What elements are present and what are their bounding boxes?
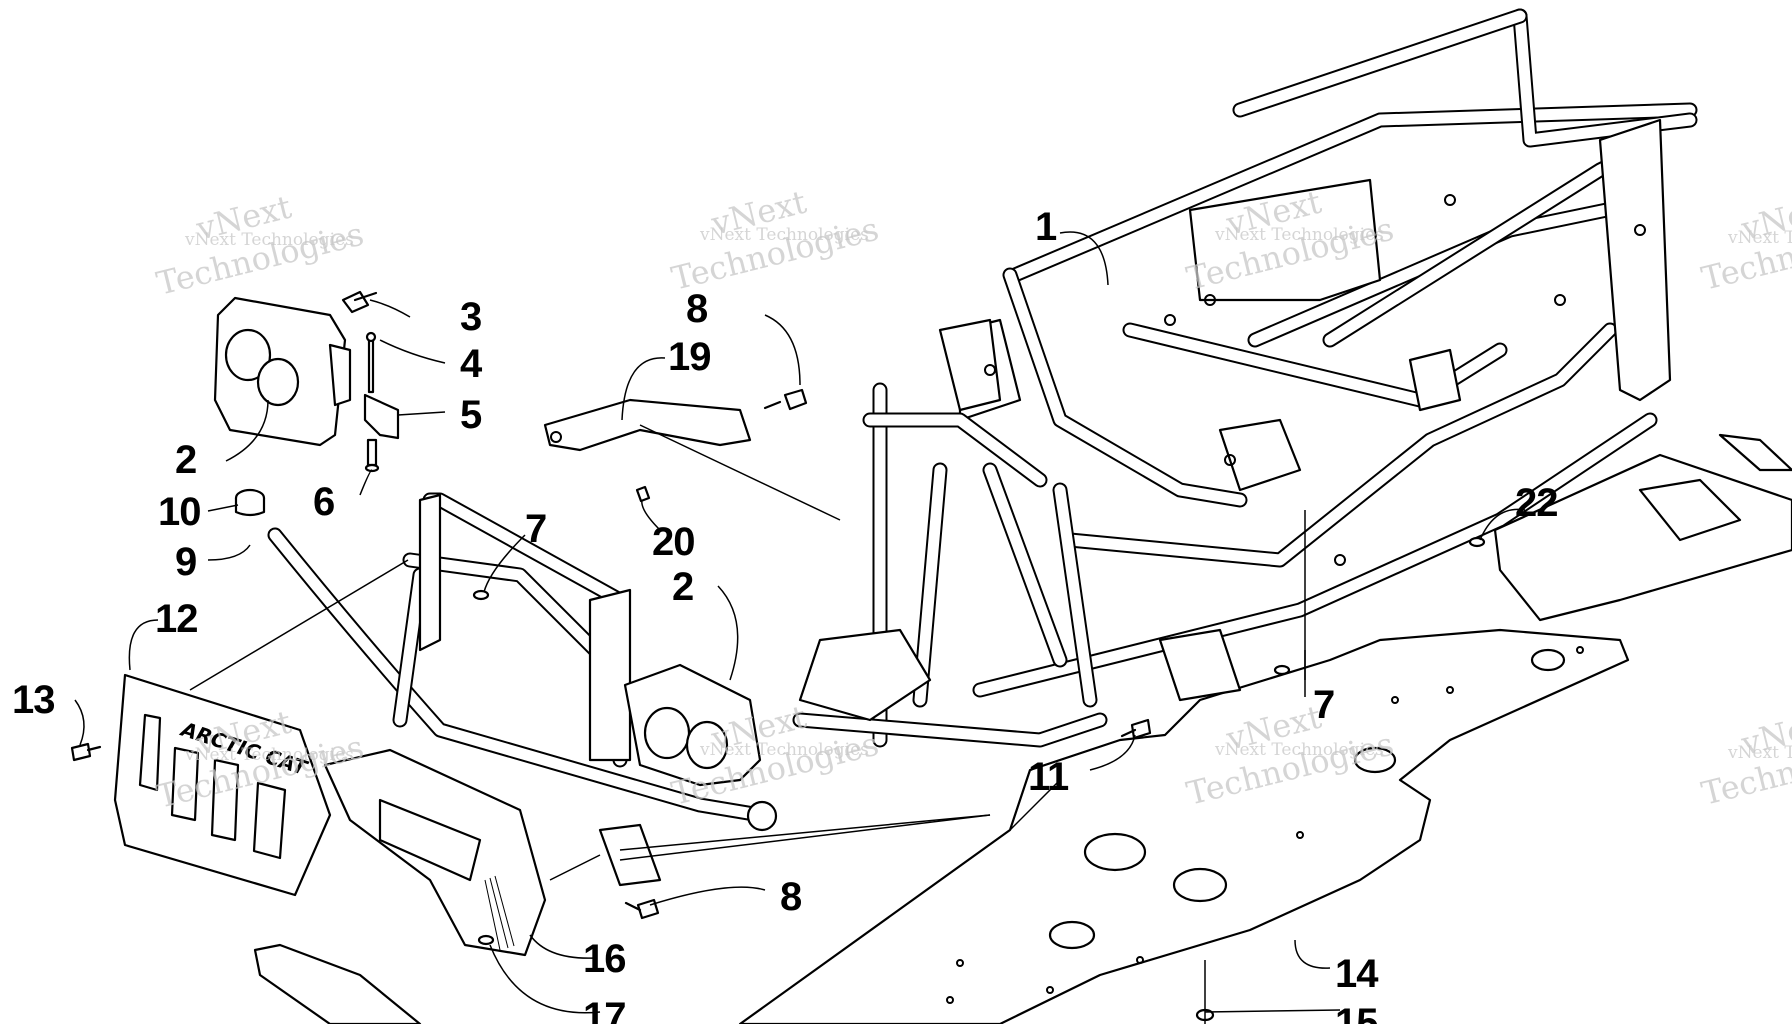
skid-plate	[738, 628, 1630, 1024]
svg-text:vNext Technologies: vNext Technologies	[184, 745, 354, 765]
callout-16: 16	[583, 937, 626, 981]
headlight-left	[213, 296, 352, 447]
callout-20: 20	[652, 520, 695, 564]
callout-8-lower: 8	[780, 875, 802, 919]
svg-text:vNext Technologies: vNext Technologies	[1727, 228, 1792, 248]
fasteners	[70, 388, 1486, 1022]
front-bumper	[267, 492, 778, 887]
watermark-4: vNext vNext Technologies Technologies	[1698, 188, 1792, 298]
callout-4: 4	[460, 342, 483, 386]
watermark-1: vNext vNext Technologies Technologies	[153, 188, 368, 303]
callout-19: 19	[668, 335, 711, 379]
rack-bracket	[543, 398, 752, 452]
main-frame	[792, 8, 1698, 748]
callout-8-upper: 8	[686, 287, 708, 331]
callout-1: 1	[1035, 205, 1057, 249]
callout-6: 6	[313, 480, 334, 524]
svg-text:vNext Technologies: vNext Technologies	[1214, 225, 1384, 245]
bolt-4	[365, 331, 377, 394]
callout-17: 17	[583, 995, 626, 1024]
callout-13: 13	[12, 678, 55, 722]
callout-7-upper: 7	[525, 507, 546, 551]
screw-6	[364, 438, 380, 473]
headlight-right	[623, 663, 762, 787]
callout-5: 5	[460, 393, 482, 437]
callout-labels: 1 2 2 3 4 5 6 7 7 8 8 9 10 11 12 13 14 1…	[12, 205, 1559, 1024]
callout-7-lower: 7	[1313, 683, 1334, 727]
front-grille: ARCTIC CAT	[113, 673, 332, 897]
callout-14: 14	[1335, 952, 1379, 996]
callout-2-right: 2	[672, 565, 693, 609]
callout-12: 12	[155, 597, 198, 641]
svg-text:vNext Technologies: vNext Technologies	[699, 740, 869, 760]
svg-text:vNext Technologies: vNext Technologies	[699, 225, 869, 245]
callout-15: 15	[1335, 1001, 1378, 1024]
bracket-5	[363, 393, 400, 440]
svg-text:vNext Technologies: vNext Technologies	[1214, 740, 1384, 760]
svg-text:vNext Technologies: vNext Technologies	[184, 230, 354, 250]
watermark-8: vNext vNext Technologies Technologies	[1698, 703, 1792, 813]
callout-9: 9	[175, 540, 196, 584]
watermark-2: vNext vNext Technologies Technologies	[668, 183, 883, 298]
lower-guard	[253, 943, 422, 1024]
callout-10: 10	[158, 490, 201, 534]
callout-11: 11	[1028, 755, 1069, 799]
callout-22: 22	[1515, 481, 1558, 525]
footrest	[1493, 433, 1792, 622]
plug-10	[234, 488, 266, 517]
callout-2-left: 2	[175, 438, 196, 482]
watermark-3: vNext vNext Technologies Technologies	[1183, 183, 1398, 298]
leader-lines	[74, 231, 1526, 1024]
svg-text:vNext Technologies: vNext Technologies	[1727, 743, 1792, 763]
callout-3: 3	[460, 295, 481, 339]
bolt-3	[341, 290, 378, 314]
fender-guard	[323, 748, 547, 957]
